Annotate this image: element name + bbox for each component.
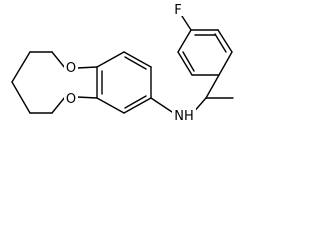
bond-o1-c8a: [76, 66, 98, 69]
fluorophenyl-ring: [177, 12, 233, 76]
bond-aryl-n: [150, 97, 176, 115]
bond-ph-1: [218, 51, 233, 76]
oxygen-bottom-label: O: [66, 92, 76, 107]
bond-ph-5: [177, 51, 193, 76]
bond-ch-aryl: [205, 74, 220, 99]
bond-ph-4: [177, 29, 192, 53]
atom-labels: O O NH F: [64, 2, 196, 124]
fluorine-label: F: [174, 3, 181, 18]
bond-benzo-5: [96, 97, 125, 114]
bond-ph-2: [217, 29, 233, 53]
bond-benzo-double-2: [124, 56, 147, 70]
bond-ph-double-2: [182, 51, 195, 72]
bond-c3-c4: [11, 51, 31, 83]
bond-benzo-1: [96, 51, 125, 68]
bond-c4-c5: [11, 81, 31, 114]
bond-benzo-2: [123, 51, 152, 68]
molecule-structure: O O NH F: [11, 2, 234, 124]
oxygen-top-label: O: [66, 61, 76, 76]
dioxepine-ring: [11, 51, 98, 114]
bond-o1-c2: [51, 51, 66, 69]
bond-benzo-double-3: [124, 95, 147, 109]
amine-label: NH: [174, 109, 194, 124]
benzo-ring: [96, 51, 152, 114]
bond-o2-c4a: [76, 96, 98, 99]
bond-c6-o2: [51, 96, 66, 114]
bond-benzo-4: [123, 97, 152, 114]
bond-ph-double-1: [214, 33, 227, 53]
